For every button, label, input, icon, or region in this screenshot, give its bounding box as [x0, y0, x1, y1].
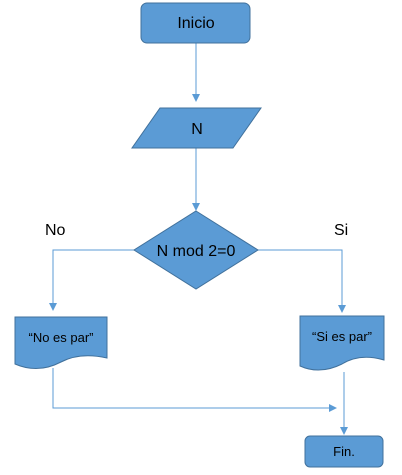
output-yes-node-shape	[299, 315, 385, 371]
start-node-label: Inicio	[177, 15, 214, 32]
output-yes-node: “Si es par”	[299, 315, 385, 371]
start-node-shape	[140, 2, 251, 44]
start-node: Inicio	[140, 2, 251, 44]
output-no-node-label: “No es par”	[28, 330, 93, 345]
end-node-shape	[304, 435, 384, 468]
connectors	[49, 43, 348, 435]
output-yes-node-label: “Si es par”	[312, 329, 372, 344]
input-node: N	[131, 107, 262, 149]
decision-node-shape	[133, 210, 259, 290]
connector-decision-to-no-output	[49, 249, 134, 311]
branch-label-no: No	[45, 222, 66, 239]
end-node-label: Fin.	[333, 444, 355, 459]
input-node-shape	[131, 107, 262, 149]
connector-no-output-to-merge	[52, 368, 337, 412]
decision-node-label: N mod 2=0	[157, 243, 236, 260]
branch-label-yes: Si	[334, 222, 348, 239]
output-no-node: “No es par”	[14, 316, 108, 369]
connector-decision-to-yes-output	[258, 249, 346, 313]
decision-node: N mod 2=0	[133, 210, 259, 290]
input-node-label: N	[191, 121, 203, 138]
end-node: Fin.	[304, 435, 384, 468]
output-no-node-shape	[14, 316, 108, 369]
